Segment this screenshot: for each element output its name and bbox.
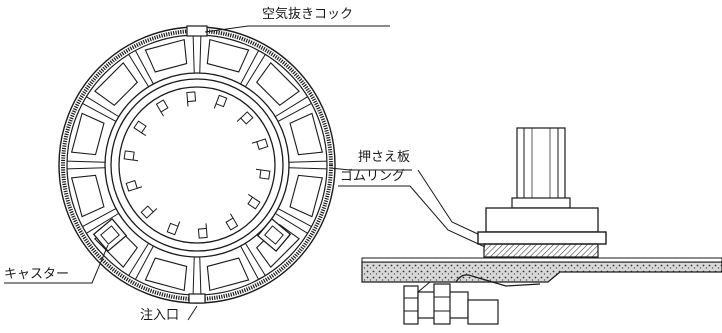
outer-rim-knurl — [63, 31, 331, 299]
spoke-line — [200, 35, 201, 73]
rubber-ring-shape — [484, 244, 598, 257]
outer-lug — [207, 258, 248, 290]
inner-tab — [237, 112, 253, 127]
spoke-line — [289, 168, 327, 169]
inner-tab — [187, 92, 196, 107]
clamp-foot — [468, 300, 498, 324]
clamp-nut — [434, 284, 450, 324]
outer-lug — [72, 113, 104, 154]
mid-ring-outer — [105, 73, 289, 257]
caster-left — [94, 219, 127, 251]
outer-lug — [257, 63, 299, 105]
bolt-head — [404, 286, 418, 324]
air-vent-cock-shape — [187, 26, 207, 36]
outer-lug — [145, 258, 186, 290]
spoke-line — [193, 257, 194, 295]
inner-tabs — [124, 92, 270, 238]
inner-tab — [141, 203, 157, 218]
spoke-line — [67, 168, 105, 169]
spokes — [67, 35, 327, 295]
outer-lug — [290, 113, 322, 154]
tank-plan-view — [59, 26, 335, 303]
mid-ring-inner — [111, 79, 283, 251]
inner-tab — [167, 219, 179, 235]
rim-inner-edge — [67, 35, 327, 295]
column-collar — [512, 198, 570, 208]
outer-lug — [207, 40, 248, 72]
spoke-line — [289, 161, 327, 162]
inner-tab — [255, 169, 270, 179]
section-view — [362, 128, 722, 324]
caster-right — [258, 219, 291, 251]
spoke-line — [200, 257, 201, 295]
leader-inlet — [188, 306, 197, 320]
outer-lug — [145, 40, 186, 72]
leader-rubber-ring — [410, 186, 485, 247]
spoke-line — [193, 35, 194, 73]
outer-rim — [59, 27, 335, 303]
floor-edge — [362, 258, 722, 262]
inner-tab — [156, 100, 170, 116]
inner-tab — [252, 139, 268, 151]
inner-ring — [119, 87, 275, 243]
label-air-vent-cock: 空気抜きコック — [262, 7, 353, 22]
floor-slab — [362, 262, 722, 282]
inlet-shape — [189, 294, 205, 303]
label-rubber-ring: ゴムリング — [340, 169, 405, 184]
label-inlet: 注入口 — [140, 308, 179, 323]
inner-tab — [214, 95, 226, 111]
outer-lug-ring — [72, 40, 323, 291]
leader-press-plate — [418, 170, 480, 235]
inner-tab — [198, 223, 207, 238]
label-press-plate: 押さえ板 — [358, 150, 410, 165]
outer-lug — [72, 175, 104, 216]
inner-tab — [126, 179, 142, 191]
inner-tab — [244, 194, 260, 208]
press-plate-shape — [478, 232, 606, 244]
inner-tab — [134, 121, 150, 135]
spoke-line — [67, 161, 105, 162]
inner-tab — [124, 151, 139, 161]
inner-tab — [224, 214, 238, 230]
label-caster: キャスター — [4, 267, 69, 282]
outer-lug — [290, 175, 322, 216]
flange — [486, 208, 598, 232]
